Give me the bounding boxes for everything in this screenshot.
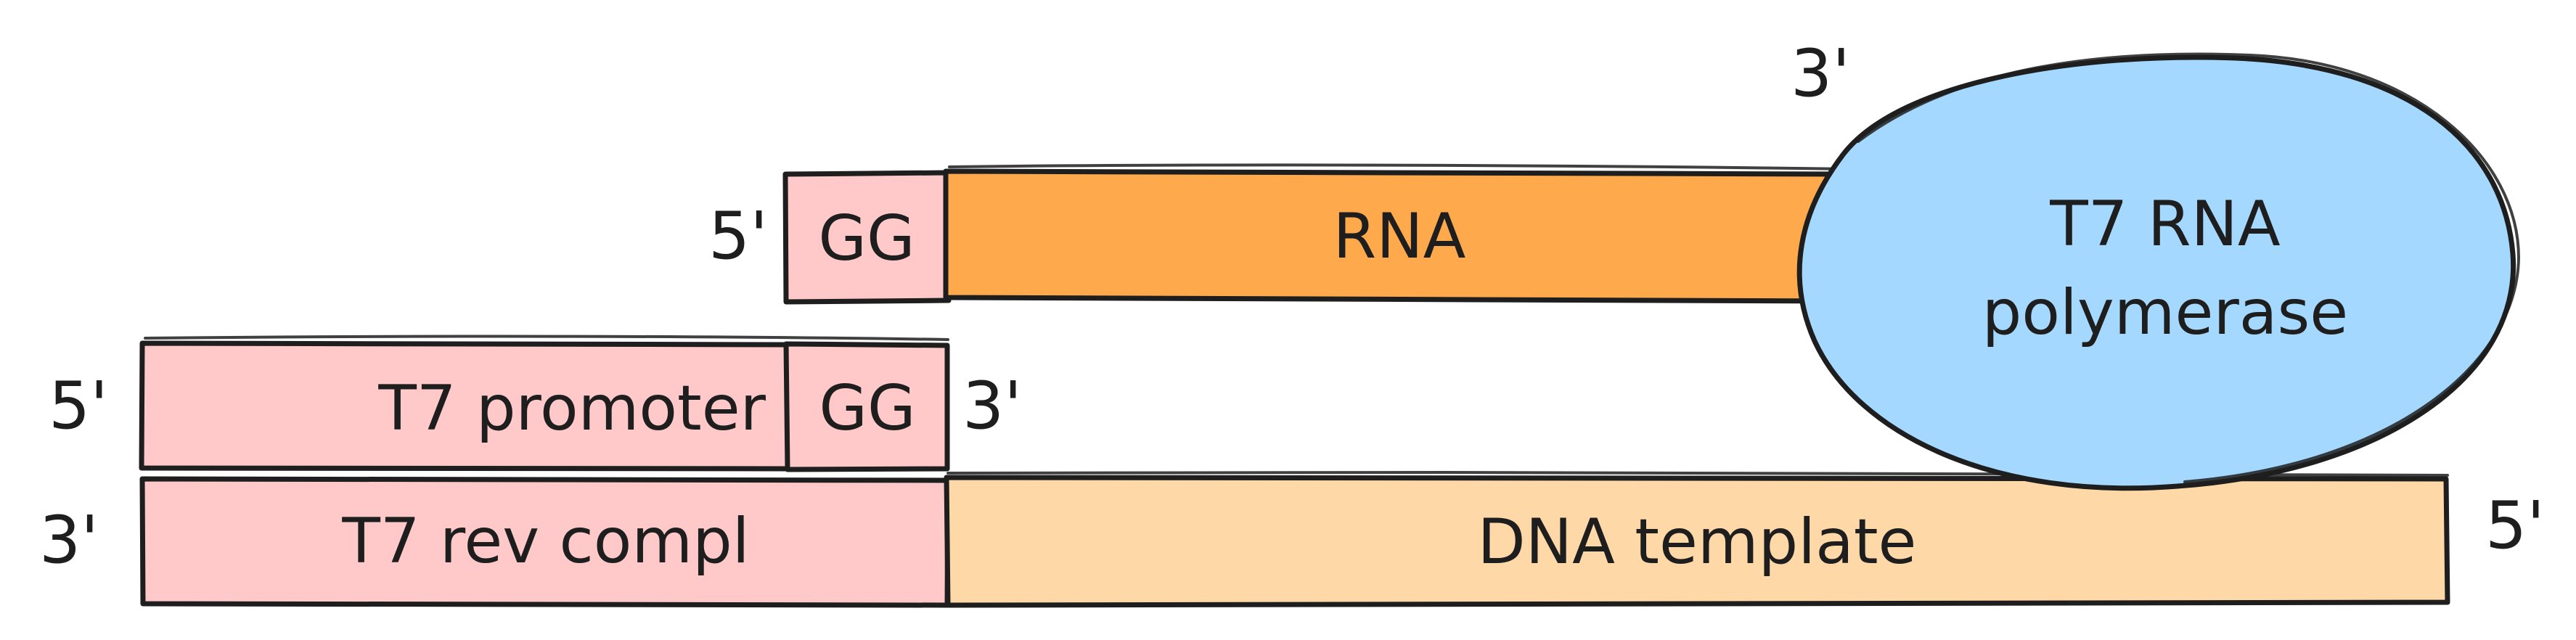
- promoter-sketch-line: [144, 335, 949, 341]
- template-strand: [139, 471, 2450, 608]
- rna-label: RNA: [1333, 200, 1466, 273]
- rna-strand: [782, 163, 1851, 305]
- polymerase: [1796, 52, 2521, 491]
- dna-template-label: DNA template: [1478, 506, 1917, 578]
- promoter-gg-label: GG: [819, 372, 915, 445]
- promoter-strand: [139, 335, 950, 472]
- polymerase-ellipse: [1796, 54, 2516, 491]
- promoter-gg-box: [783, 341, 950, 472]
- labels: 5' GG RNA 3' 5' T7 promoter GG 3' 3' T7 …: [39, 36, 2545, 578]
- dna-template-box: [944, 475, 2450, 608]
- template-3-prime-label: 3': [39, 502, 99, 578]
- rna-gg-label: GG: [818, 202, 915, 275]
- rna-3-prime-label: 3': [1791, 36, 1850, 112]
- rna-5-prime-label: 5': [708, 198, 768, 274]
- polymerase-label-line2: polymerase: [1982, 276, 2348, 349]
- promoter-5-prime-label: 5': [49, 368, 108, 444]
- polymerase-sketch-outline: [1857, 52, 2521, 483]
- promoter-label: T7 promoter: [377, 372, 766, 445]
- promoter-3-prime-label: 3': [962, 368, 1022, 444]
- template-5-prime-label: 5': [2485, 488, 2545, 564]
- polymerase-label-line1: T7 RNA: [2049, 188, 2281, 260]
- rna-gg-box: [782, 170, 952, 305]
- rna-body-sketch-line: [948, 163, 1851, 171]
- rev-compl-label: T7 rev compl: [341, 505, 749, 578]
